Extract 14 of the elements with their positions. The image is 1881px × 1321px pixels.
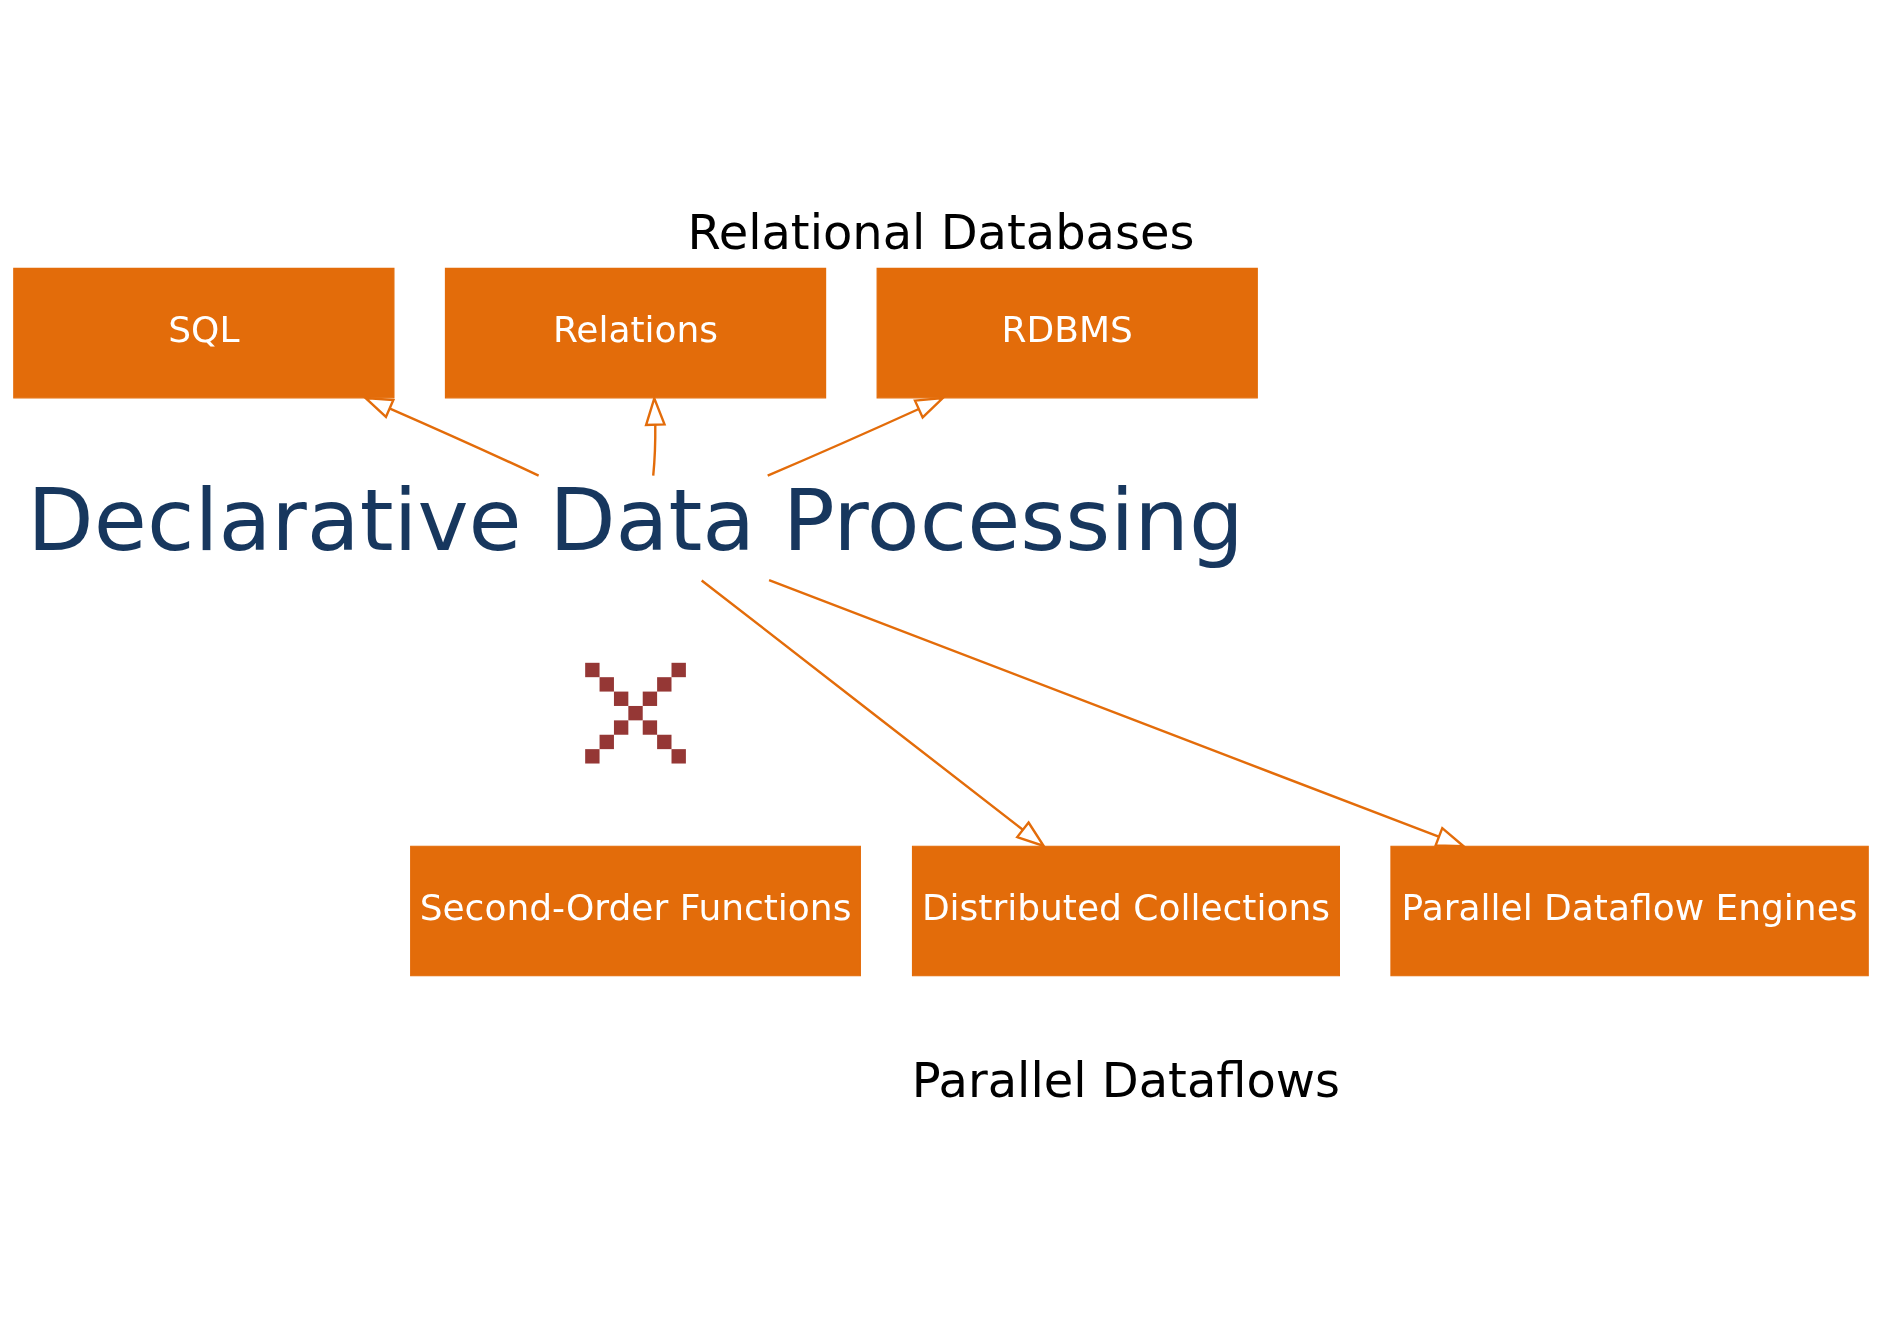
node-box: RDBMS — [876, 267, 1258, 398]
node-box: SQL — [12, 267, 394, 398]
arrow — [766, 396, 946, 477]
node-box: Second-Order Functions — [409, 845, 861, 976]
arrow — [700, 579, 1047, 848]
node-box: Distributed Collections — [911, 845, 1340, 976]
node-box: Relations — [444, 267, 826, 398]
arrow — [768, 578, 1467, 848]
caption: Parallel Dataflows — [911, 1051, 1340, 1108]
arrow — [643, 394, 666, 476]
node-text: Declarative Data Processing — [26, 469, 1244, 570]
node-box: Parallel Dataflow Engines — [1389, 845, 1869, 976]
arrow — [361, 396, 539, 477]
diagram-title: Relational Databases — [687, 203, 1194, 260]
